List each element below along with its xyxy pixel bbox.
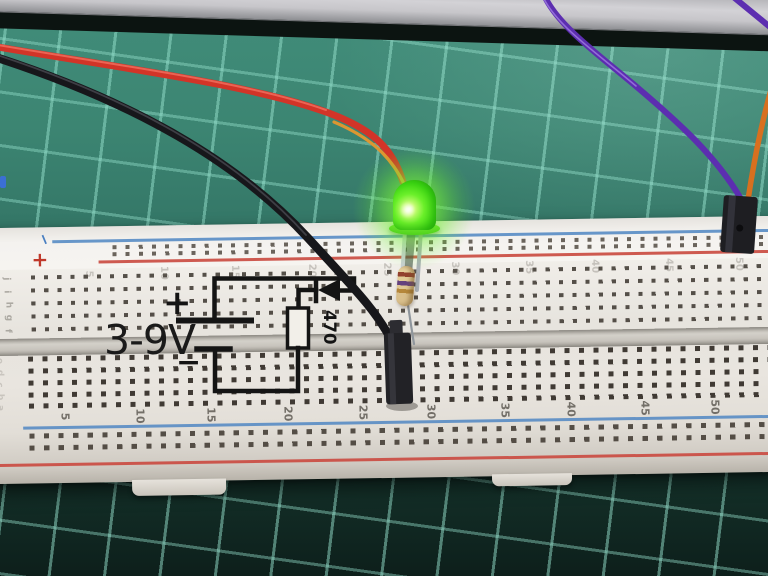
resistor-component: [395, 265, 416, 307]
led-hotspot: [400, 200, 415, 220]
resistor-lead: [406, 303, 416, 346]
red-wire-highlight: [0, 44, 327, 111]
black-wire: [0, 54, 399, 351]
blue-wire-tip: [0, 176, 6, 188]
red-wire: [0, 43, 407, 186]
purple-wire-highlight: [543, 0, 637, 87]
resistor-symbol: [285, 306, 311, 350]
battery-plus-label: +: [163, 283, 192, 323]
orange-jumper-wire: [745, 90, 768, 203]
black-wire-highlight: [0, 55, 307, 236]
green-led: [393, 180, 436, 230]
right-jumper-connector: [720, 195, 758, 254]
circuit-schematic: + − 3-9V 470: [104, 276, 357, 394]
schematic-wire-bottom: [212, 345, 301, 394]
center-jumper-connector: [383, 319, 414, 405]
schematic-wire-diode-to-resistor: [296, 287, 319, 311]
voltage-label: 3-9V: [104, 316, 196, 364]
resistor-value-label: 470: [320, 310, 339, 344]
diode-symbol: [318, 279, 340, 301]
schematic-wire-top: [212, 276, 357, 323]
purple-wire: [543, 0, 744, 202]
purple-wire-corner: [732, 0, 768, 30]
battery-minus-label: −: [176, 345, 201, 380]
